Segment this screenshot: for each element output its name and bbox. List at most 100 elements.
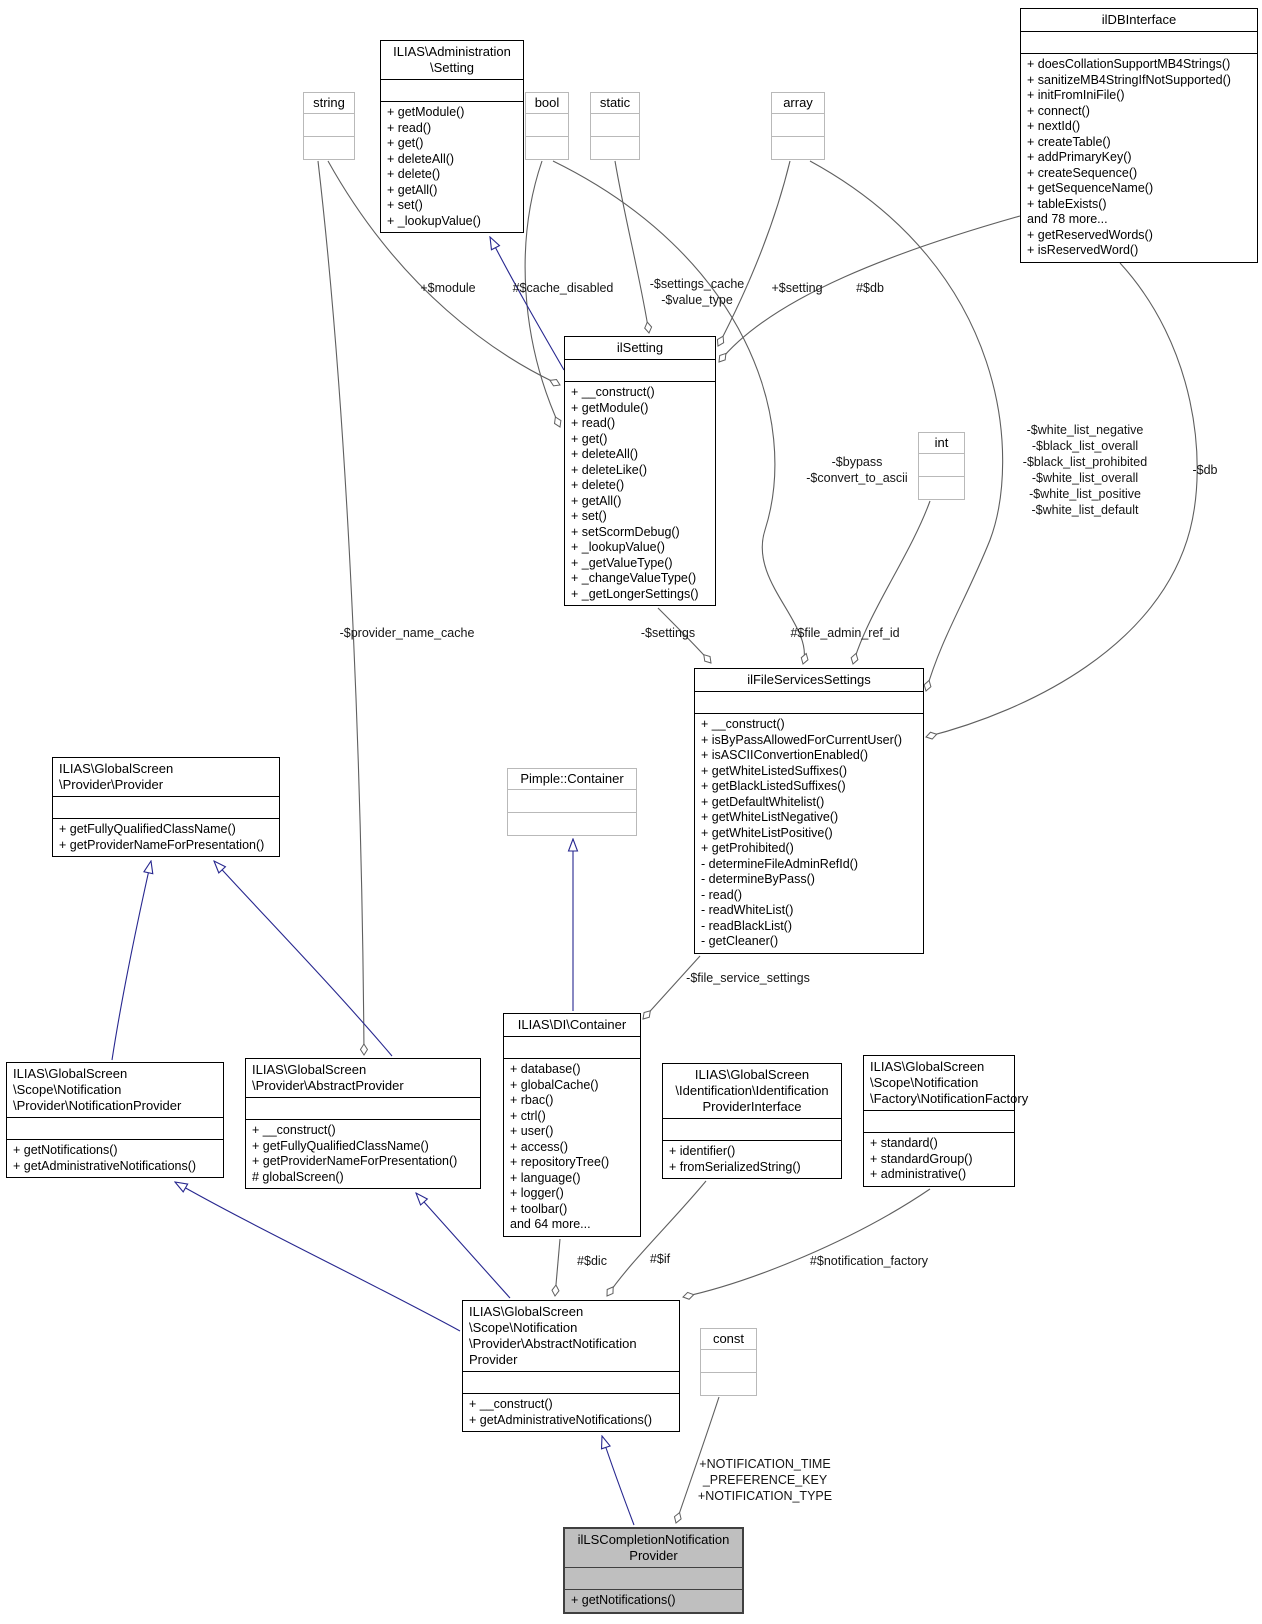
text-line: + getProviderNameForPresentation(): [252, 1154, 458, 1168]
type-box-array: array: [771, 92, 825, 160]
text-line: + tableExists(): [1027, 196, 1107, 211]
text-line: + connect(): [1027, 103, 1090, 118]
text-line: - read(): [701, 887, 742, 902]
class-title: Pimple::Container: [508, 769, 636, 790]
text-line: + createSequence(): [1027, 165, 1138, 180]
text-line: + isASCIIConvertionEnabled(): [701, 748, 869, 762]
text-line: const: [712, 1331, 745, 1346]
text-line: + __construct(): [701, 717, 785, 731]
text-line: + getBlackListedSuffixes(): [701, 779, 846, 793]
edge-ilsetting-inherits-setting: [490, 237, 565, 371]
text-line: Pimple::Container: [520, 771, 624, 786]
text-line: + isByPassAllowedForCurrentUser(): [701, 732, 903, 747]
class-box-pimple-container: Pimple::Container: [507, 768, 637, 836]
text-line: + getWhiteListNegative(): [701, 810, 839, 824]
text-line: ilDBInterface: [1101, 12, 1177, 27]
text-line: \Setting: [429, 60, 475, 75]
text-line: and 78 more...: [1027, 212, 1108, 226]
edge-dicontainer-to-abstractnotificationprovider: [551, 1238, 561, 1297]
edge-label-db: #$db: [856, 281, 884, 295]
text-line: + delete(): [387, 167, 441, 181]
attributes-compartment: [701, 1350, 756, 1373]
text-line: ilLSCompletionNotification: [577, 1532, 730, 1547]
edge-label-settings-cache-value-type: -$settings_cache -$value_type: [649, 277, 745, 307]
attributes-compartment: [246, 1098, 480, 1120]
attributes-compartment: [565, 360, 715, 382]
class-box-identificationproviderinterface[interactable]: ILIAS\GlobalScreen\Identification\Identi…: [662, 1063, 842, 1179]
class-box-notificationprovider[interactable]: ILIAS\GlobalScreen\Scope\Notification\Pr…: [6, 1062, 224, 1178]
text-line: + deleteAll(): [571, 447, 639, 461]
text-line: - determineFileAdminRefId(): [701, 856, 858, 871]
text-line: and 64 more...: [510, 1217, 591, 1231]
attributes-compartment: [591, 114, 639, 137]
text-line: \Provider\AbstractProvider: [252, 1078, 404, 1093]
class-box-ilfileservicessettings[interactable]: ilFileServicesSettings + __construct()+ …: [694, 668, 924, 954]
text-line: - determineByPass(): [701, 872, 815, 886]
text-line: + _getLongerSettings(): [571, 586, 699, 601]
text-line: + _lookupValue(): [571, 540, 665, 554]
type-box-bool: bool: [525, 92, 569, 160]
attributes-compartment: [504, 1037, 640, 1059]
text-line: + read(): [571, 416, 616, 430]
text-line: + administrative(): [870, 1167, 967, 1181]
edge-abstractnotification-inherits-notificationprovider: [175, 1182, 461, 1332]
edge-identification-to-abstractnotificationprovider: [606, 1180, 707, 1297]
edge-label-notification-constants: +NOTIFICATION_TIME _PREFERENCE_KEY +NOTI…: [697, 1457, 833, 1503]
text-line: ILIAS\GlobalScreen: [252, 1062, 367, 1077]
text-line: + getModule(): [571, 400, 649, 415]
text-line: - getCleaner(): [701, 934, 779, 948]
attributes-compartment: [864, 1111, 1014, 1133]
class-box-ilsetting[interactable]: ilSetting + __construct()+ getModule()+ …: [564, 336, 716, 606]
text-line: ProviderInterface: [702, 1099, 802, 1114]
attributes-compartment: [304, 114, 354, 137]
class-title: ilSetting: [565, 337, 715, 360]
text-line: + createTable(): [1027, 134, 1111, 149]
text-line: + deleteLike(): [571, 462, 648, 477]
text-line: + getModule(): [387, 105, 465, 119]
methods-compartment: [772, 137, 824, 159]
methods-compartment: + __construct()+ isByPassAllowedForCurre…: [695, 714, 923, 953]
attributes-compartment: [695, 692, 923, 714]
type-box-const: const: [700, 1328, 757, 1396]
text-line: \Provider\NotificationProvider: [13, 1098, 182, 1113]
attributes-compartment: [663, 1119, 841, 1141]
class-box-administration-setting[interactable]: ILIAS\Administration\Setting + getModule…: [380, 40, 524, 233]
methods-compartment: + getFullyQualifiedClassName()+ getProvi…: [53, 819, 279, 856]
edge-label-white-black-lists: -$white_list_negative -$black_list_overa…: [1022, 423, 1148, 517]
class-box-ildbinterface[interactable]: ilDBInterface + doesCollationSupportMB4S…: [1020, 8, 1258, 263]
edge-array-to-filesettings: [809, 160, 1004, 692]
methods-compartment: + getNotifications()+ getAdministrativeN…: [7, 1140, 223, 1177]
edge-ilsetting-to-filesettings: [657, 607, 712, 664]
methods-compartment: [526, 137, 568, 159]
attributes-compartment: [772, 114, 824, 137]
text-line: \Scope\Notification: [870, 1075, 979, 1090]
text-line: array: [783, 95, 813, 110]
type-box-string: string: [303, 92, 355, 160]
class-box-notificationfactory[interactable]: ILIAS\GlobalScreen\Scope\Notification\Fa…: [863, 1055, 1028, 1187]
text-line: + _lookupValue(): [387, 213, 481, 228]
class-title: ILIAS\Administration\Setting: [381, 41, 523, 80]
edge-ildbinterface-to-ilsetting: [718, 215, 1021, 363]
attributes-compartment: [919, 454, 964, 477]
methods-compartment: + standard()+ standardGroup()+ administr…: [864, 1133, 1014, 1186]
methods-compartment: + getNotifications(): [565, 1590, 742, 1612]
text-line: - readBlackList(): [701, 918, 792, 933]
text-line: + database(): [510, 1062, 581, 1076]
text-line: Provider: [469, 1352, 518, 1367]
attributes-compartment: [53, 797, 279, 819]
class-box-provider-provider[interactable]: ILIAS\GlobalScreen\Provider\Provider + g…: [52, 757, 280, 857]
text-line: + getAdministrativeNotifications(): [13, 1158, 197, 1173]
class-box-abstractnotificationprovider[interactable]: ILIAS\GlobalScreen\Scope\Notification\Pr…: [462, 1300, 680, 1432]
methods-compartment: [304, 137, 354, 159]
class-box-di-container[interactable]: ILIAS\DI\Container + database()+ globalC…: [503, 1013, 641, 1237]
text-line: + get(): [571, 431, 608, 446]
methods-compartment: [919, 477, 964, 499]
text-line: + identifier(): [669, 1144, 736, 1158]
text-line: + getNotifications(): [13, 1143, 118, 1157]
text-line: + _changeValueType(): [571, 571, 697, 585]
text-line: + set(): [387, 198, 423, 212]
attributes-compartment: [508, 790, 636, 813]
text-line: + getAll(): [387, 182, 438, 197]
text-line: + standardGroup(): [870, 1151, 973, 1166]
class-box-abstractprovider[interactable]: ILIAS\GlobalScreen\Provider\AbstractProv…: [245, 1058, 481, 1189]
